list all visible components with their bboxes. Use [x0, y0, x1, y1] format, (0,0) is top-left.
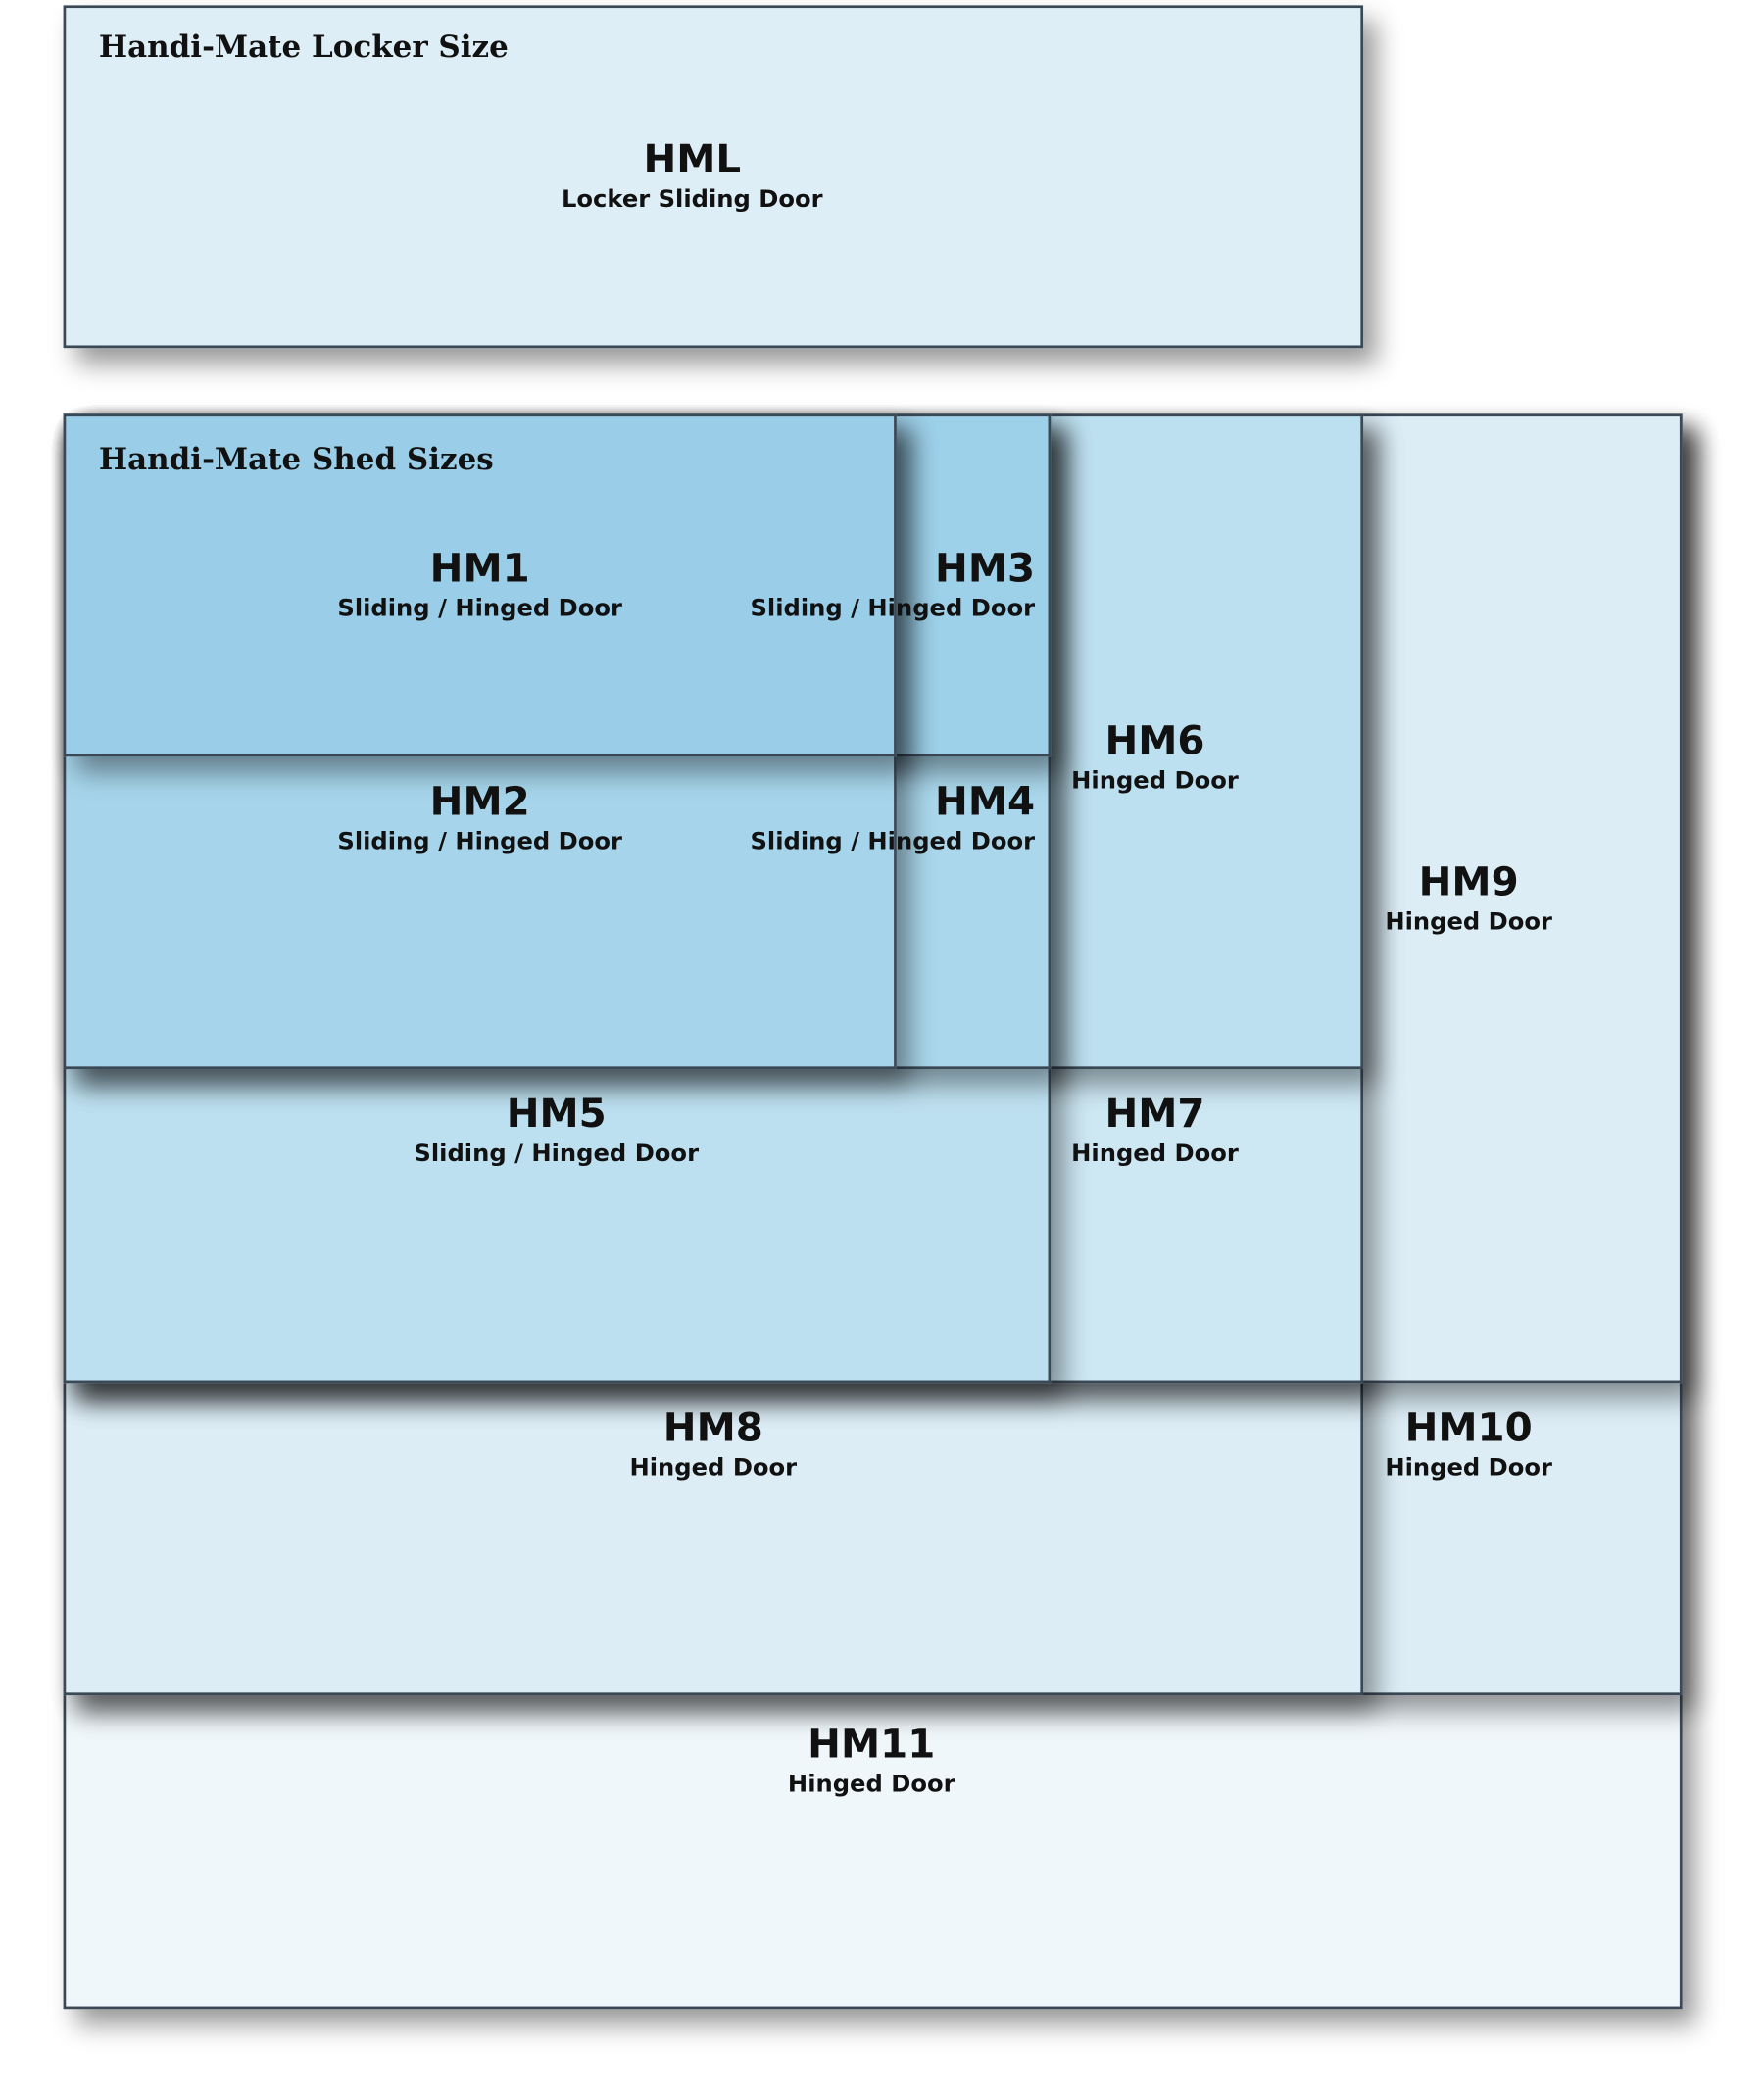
hm4-label: HM4 Sliding / Hinged Door [750, 779, 1036, 858]
hm1-code: HM1 [429, 545, 530, 593]
hm1-label: HM1 Sliding / Hinged Door [337, 545, 622, 625]
hm7-label: HM7 Hinged Door [1071, 1094, 1239, 1171]
hm1-box [63, 413, 897, 757]
sheds-title: Handi-Mate Shed Sizes [98, 441, 494, 477]
hm5-door: Sliding / Hinged Door [414, 1140, 700, 1168]
hm11-label: HM11 Hinged Door [787, 1721, 956, 1801]
hm7-code: HM7 [1104, 1091, 1205, 1138]
hm2-door: Sliding / Hinged Door [337, 827, 622, 856]
hm5-code: HM5 [506, 1091, 607, 1138]
hm6-door: Hinged Door [1071, 766, 1239, 796]
hm10-code: HM10 [1404, 1405, 1533, 1452]
hm5-label: HM5 Sliding / Hinged Door [414, 1094, 699, 1171]
hm3-code: HM3 [935, 545, 1036, 593]
hm2-label: HM2 Sliding / Hinged Door [337, 779, 622, 858]
hm6-label: HM6 Hinged Door [1071, 718, 1239, 798]
hml-code: HML [643, 136, 742, 183]
hm10-label: HM10 Hinged Door [1385, 1405, 1552, 1484]
hm9-door: Hinged Door [1385, 907, 1552, 937]
hm3-label: HM3 Sliding / Hinged Door [750, 545, 1036, 625]
hm6-code: HM6 [1104, 718, 1205, 765]
hm2-code: HM2 [429, 779, 530, 826]
hml-label: HML Locker Sliding Door [561, 136, 823, 217]
hm4-code: HM4 [935, 779, 1036, 826]
hm1-door: Sliding / Hinged Door [337, 594, 622, 622]
hm8-code: HM8 [662, 1405, 763, 1452]
hm9-label: HM9 Hinged Door [1385, 859, 1552, 939]
hm11-code: HM11 [808, 1721, 936, 1769]
hml-door: Locker Sliding Door [561, 185, 823, 214]
hm10-door: Hinged Door [1385, 1453, 1552, 1483]
hm8-door: Hinged Door [629, 1453, 798, 1483]
hm11-door: Hinged Door [787, 1770, 956, 1798]
hm3-door: Sliding / Hinged Door [750, 594, 1036, 622]
hm4-door: Sliding / Hinged Door [750, 827, 1036, 856]
hm8-label: HM8 Hinged Door [629, 1405, 798, 1484]
hm7-door: Hinged Door [1071, 1140, 1239, 1168]
locker-title: Handi-Mate Locker Size [98, 28, 509, 65]
locker-box [63, 5, 1364, 349]
hm9-code: HM9 [1418, 859, 1519, 906]
